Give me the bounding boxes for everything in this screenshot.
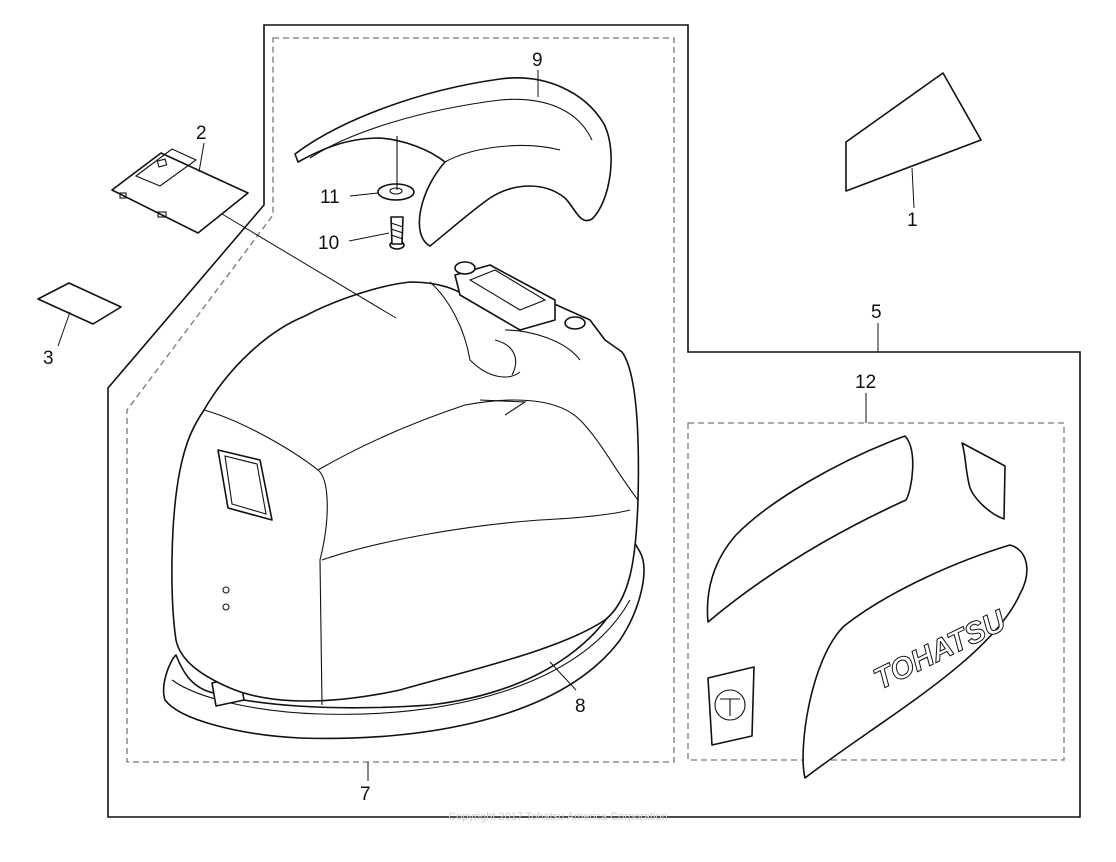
caution-label-2 bbox=[111, 148, 249, 234]
group-box-7 bbox=[126, 37, 675, 763]
top-cowl-7 bbox=[171, 261, 640, 706]
screw-10 bbox=[389, 216, 405, 250]
top-cover-9 bbox=[294, 77, 612, 247]
washer-11 bbox=[377, 183, 415, 201]
callout-8: 8 bbox=[575, 696, 586, 717]
small-label-3 bbox=[37, 282, 122, 325]
callout-5: 5 bbox=[871, 302, 882, 323]
callout-10: 10 bbox=[318, 233, 339, 254]
callout-1: 1 bbox=[907, 210, 918, 231]
callout-9: 9 bbox=[532, 50, 543, 71]
callout-3: 3 bbox=[43, 348, 54, 369]
copyright-text: Copyright 2017 Tohatsu America Corporati… bbox=[448, 811, 667, 823]
callout-2: 2 bbox=[196, 123, 207, 144]
decal-set-12: TOHATSU bbox=[706, 435, 1028, 779]
leader-lines bbox=[57, 70, 915, 781]
assembly-boundary bbox=[107, 24, 1081, 818]
brand-emblem-icon bbox=[714, 689, 746, 721]
callout-11: 11 bbox=[320, 187, 340, 208]
decal-sheet-1 bbox=[845, 72, 982, 192]
callout-12: 12 bbox=[855, 372, 876, 393]
group-box-12 bbox=[687, 422, 1065, 761]
callout-7: 7 bbox=[360, 784, 371, 805]
